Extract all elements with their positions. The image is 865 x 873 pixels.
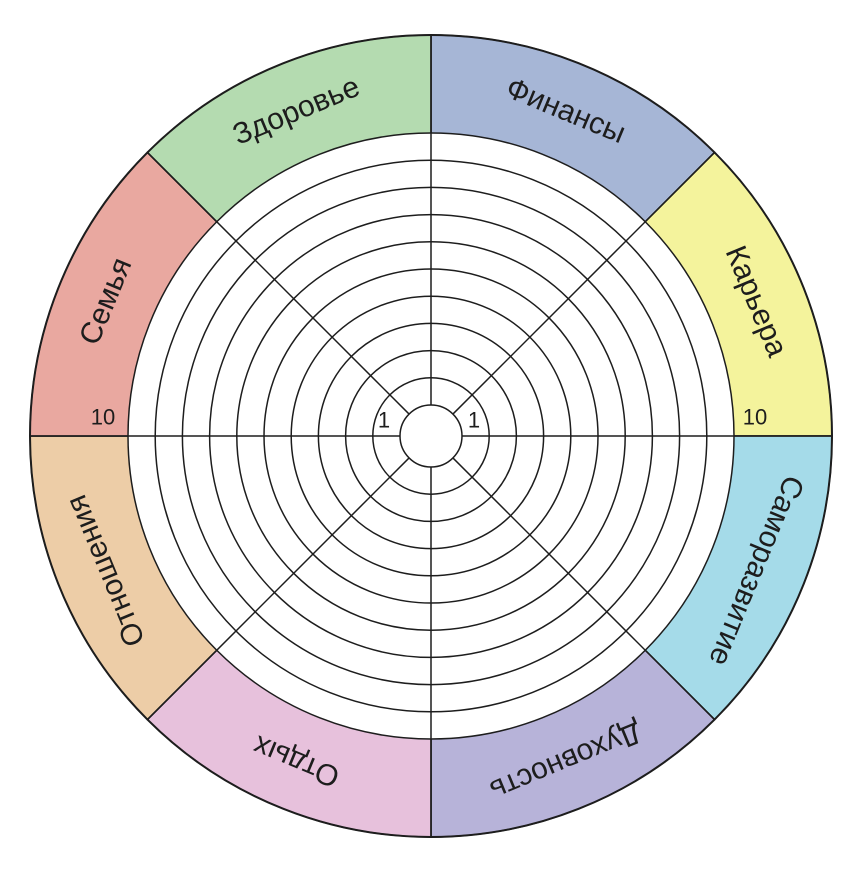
scale-max-label-right: 10 <box>743 405 767 430</box>
scale-min-label-right: 1 <box>468 408 480 433</box>
spoke-line <box>452 457 716 721</box>
scale-max-label-left: 10 <box>91 405 115 430</box>
center-hole <box>399 404 463 468</box>
wheel-spokes <box>29 34 833 838</box>
scale-min-label-left: 1 <box>378 408 390 433</box>
spoke-line <box>452 151 716 415</box>
spoke-line <box>146 151 410 415</box>
outer-border <box>29 34 833 838</box>
spoke-line <box>146 457 410 721</box>
